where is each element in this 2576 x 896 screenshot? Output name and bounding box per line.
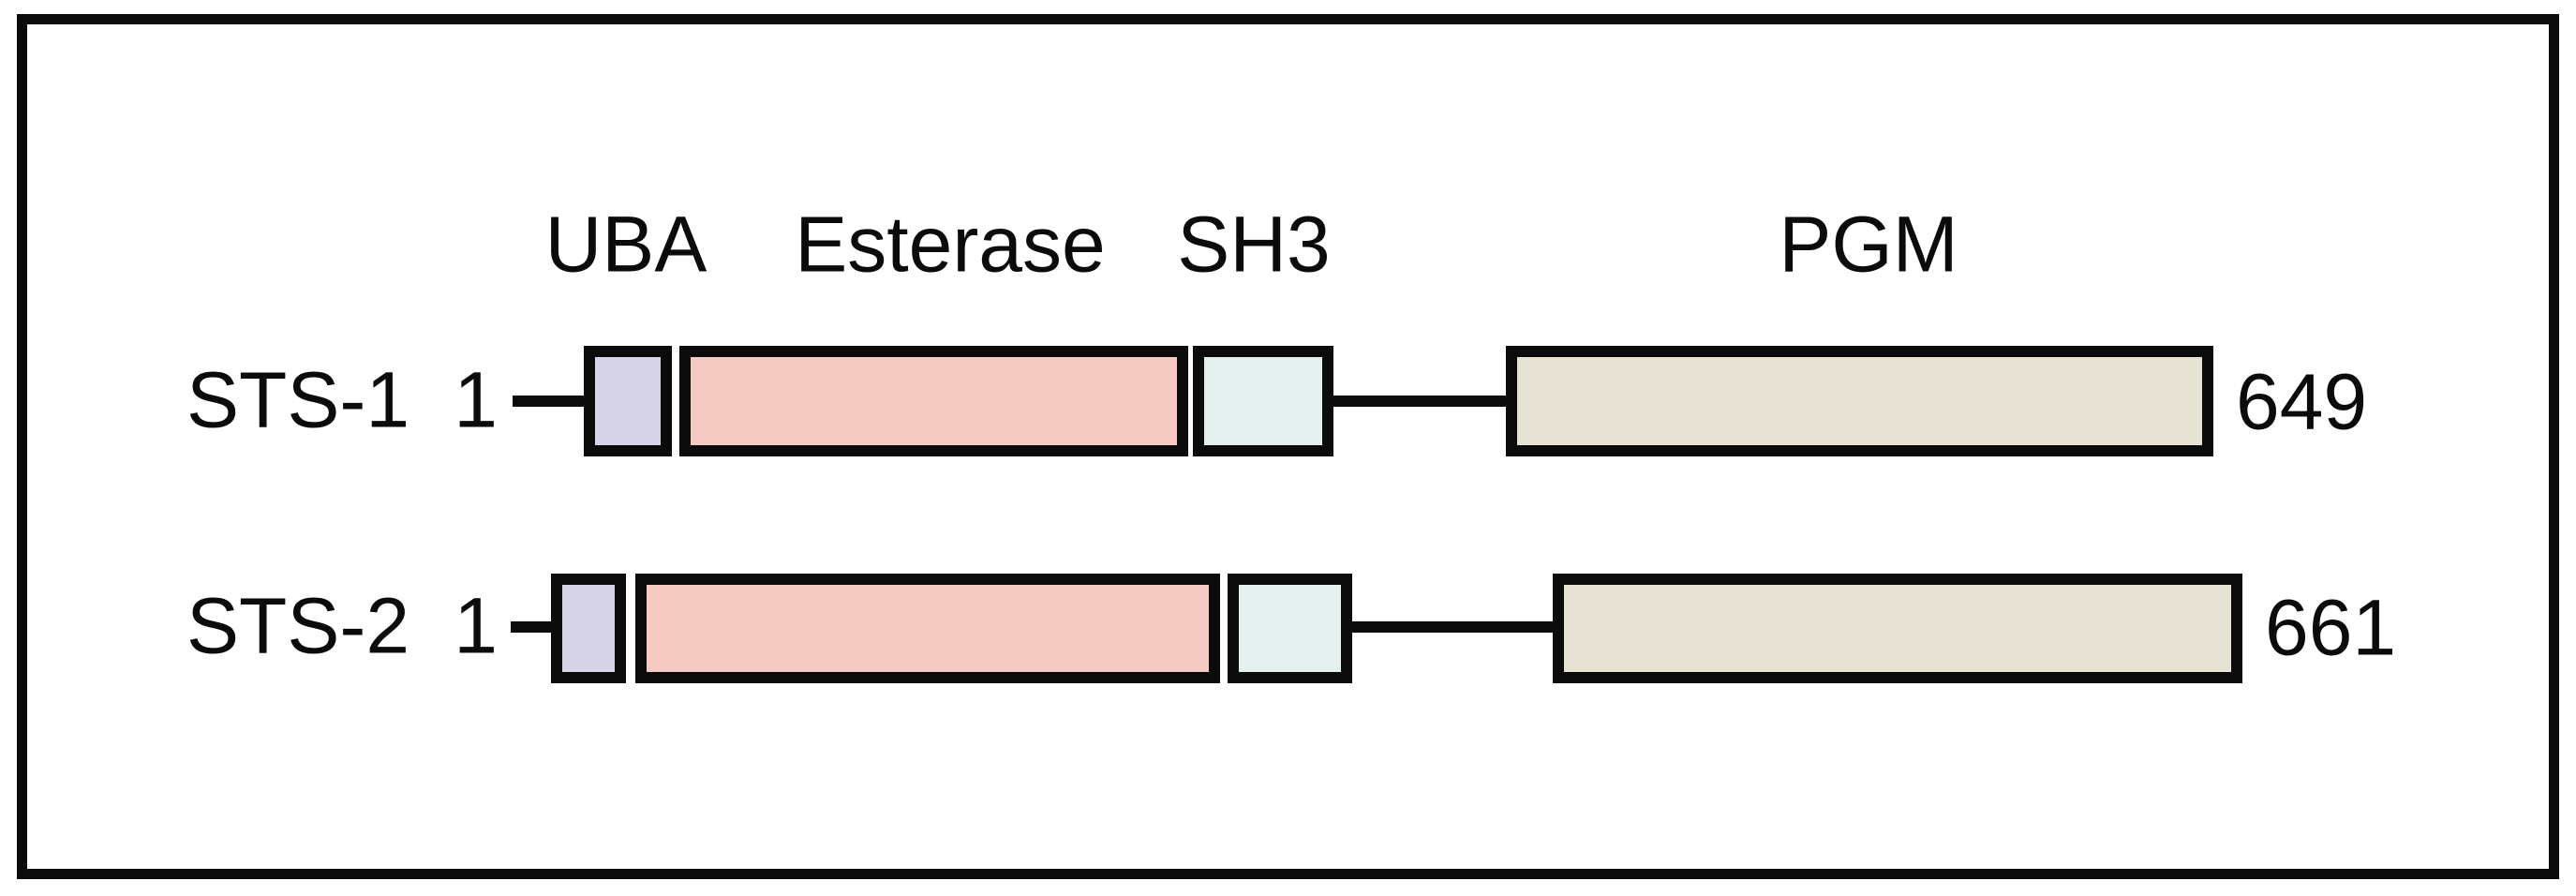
- domain-box-pgm: [1506, 346, 2213, 456]
- domain-box-sh3: [1228, 574, 1352, 683]
- protein-name: STS-2: [186, 581, 410, 670]
- domain-box-esterase: [635, 574, 1220, 683]
- interdomain-line: [1352, 621, 1553, 633]
- protein-name: STS-1: [186, 355, 410, 444]
- domain-label-pgm: PGM: [1779, 200, 1958, 289]
- end-residue-label: 649: [2236, 357, 2368, 446]
- domain-label-uba: UBA: [544, 200, 707, 289]
- domain-box-uba: [584, 346, 672, 456]
- domain-box-esterase: [679, 346, 1188, 456]
- domain-label-esterase: Esterase: [795, 200, 1106, 289]
- domain-box-pgm: [1553, 574, 2242, 683]
- start-residue-label: 1: [454, 355, 498, 444]
- domain-box-uba: [551, 574, 626, 683]
- domain-box-sh3: [1193, 346, 1333, 456]
- interdomain-line: [1333, 396, 1506, 407]
- leader-line: [511, 621, 551, 633]
- end-residue-label: 661: [2265, 583, 2397, 672]
- leader-line: [513, 396, 584, 407]
- start-residue-label: 1: [454, 581, 498, 670]
- domain-label-sh3: SH3: [1177, 200, 1331, 289]
